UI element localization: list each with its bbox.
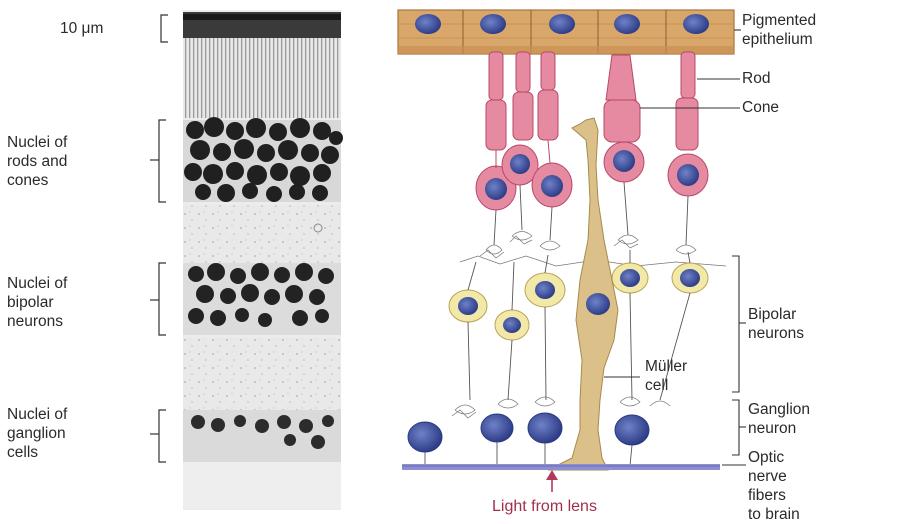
rod-label: Rod bbox=[742, 69, 770, 88]
inner-synapses bbox=[452, 397, 670, 418]
pigmented-epithelium bbox=[398, 10, 734, 54]
ganglion-cells bbox=[408, 413, 649, 452]
ganglion-nuclei-label: Nuclei of ganglion cells bbox=[7, 405, 67, 462]
histology-section bbox=[183, 10, 343, 510]
muller-cell-label: Müller cell bbox=[645, 357, 687, 395]
bipolar-nuclei-layer bbox=[183, 263, 341, 335]
rods-cones-nuclei-label: Nuclei of rods and cones bbox=[7, 133, 67, 190]
bipolar-nuclei-label: Nuclei of bipolar neurons bbox=[7, 274, 67, 331]
light-from-lens-label: Light from lens bbox=[492, 497, 597, 516]
muller-nucleus bbox=[586, 293, 610, 315]
optic-nerve-label: Optic nerve fibers to brain bbox=[748, 448, 800, 524]
scale-label: 10 μm bbox=[60, 19, 103, 38]
ganglion-nuclei-layer bbox=[183, 410, 341, 462]
optic-nerve-fibers bbox=[402, 464, 720, 470]
left-brackets bbox=[150, 15, 168, 462]
pigmented-epithelium-label: Pigmented epithelium bbox=[742, 11, 816, 49]
light-arrow bbox=[546, 470, 558, 492]
rod-cone-nuclei-layer bbox=[183, 117, 343, 202]
ganglion-neuron-label: Ganglion neuron bbox=[748, 400, 810, 438]
bipolar-neurons-label: Bipolar neurons bbox=[748, 305, 804, 343]
cone-label: Cone bbox=[742, 98, 779, 117]
